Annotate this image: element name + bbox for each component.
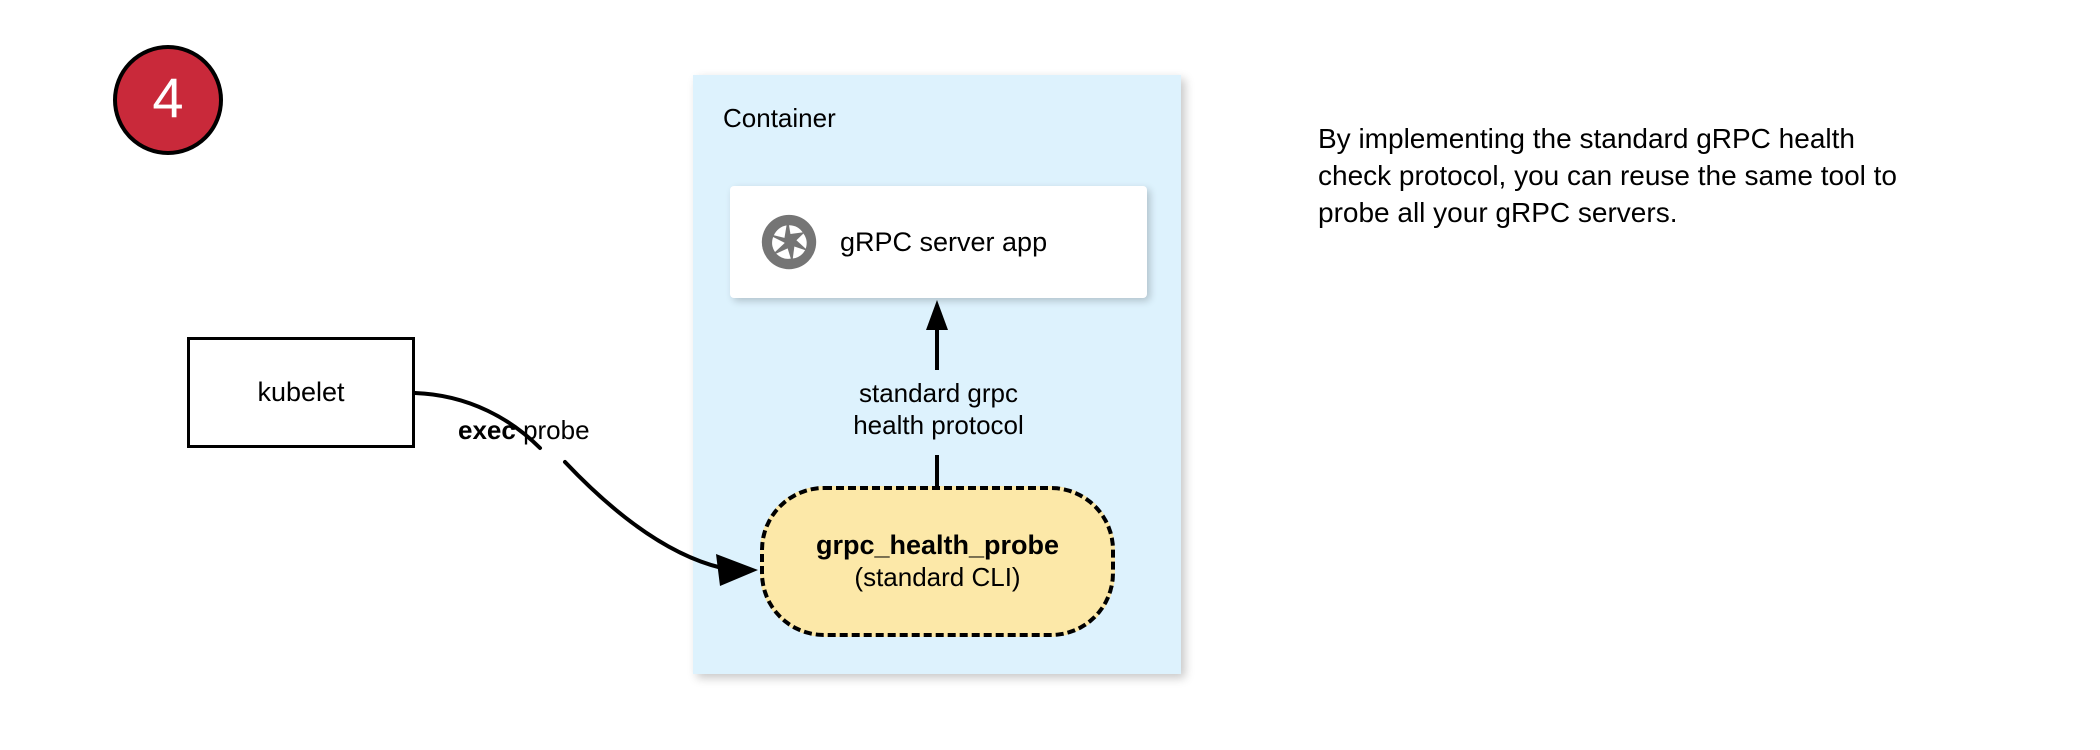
grpc-health-probe-title: grpc_health_probe bbox=[815, 530, 1060, 561]
kubelet-label: kubelet bbox=[257, 377, 345, 407]
health-protocol-label-line1: standard grpc bbox=[859, 378, 1018, 408]
step-number-badge: 4 bbox=[113, 45, 223, 155]
kubelet-box: kubelet bbox=[187, 337, 415, 448]
aperture-icon bbox=[761, 214, 817, 270]
health-protocol-label: standard grpc health protocol bbox=[836, 378, 1041, 441]
grpc-health-probe-subtitle: (standard CLI) bbox=[854, 562, 1021, 593]
grpc-health-probe-node: grpc_health_probe (standard CLI) bbox=[760, 486, 1115, 637]
health-protocol-label-line2: health protocol bbox=[853, 409, 1024, 440]
step-number-label: 4 bbox=[152, 66, 184, 129]
exec-probe-label-bold: exec bbox=[458, 415, 516, 445]
exec-probe-label: exec probe bbox=[458, 415, 590, 447]
container-label: Container bbox=[723, 103, 836, 133]
exec-probe-label-rest: probe bbox=[515, 415, 590, 445]
grpc-server-app-card: gRPC server app bbox=[730, 186, 1147, 298]
annotation-text: By implementing the standard gRPC health… bbox=[1318, 123, 1897, 229]
grpc-server-app-label: gRPC server app bbox=[840, 226, 1048, 257]
